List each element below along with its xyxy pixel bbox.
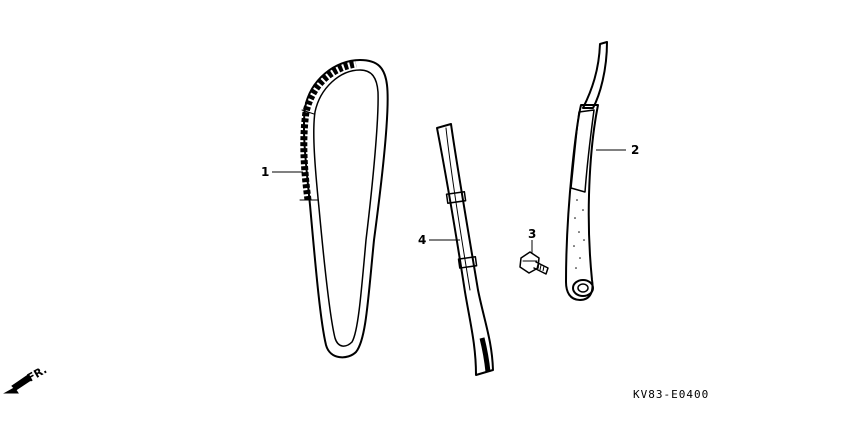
front-direction-indicator: FR. xyxy=(3,363,49,394)
callout-label-1: 1 xyxy=(261,165,269,179)
callout-4: 4 xyxy=(418,233,460,247)
arrow-down-left-icon xyxy=(3,374,32,394)
callout-label-2: 2 xyxy=(631,143,639,157)
front-label: FR. xyxy=(25,363,49,384)
cam-chain[interactable] xyxy=(299,59,389,359)
callout-label-4: 4 xyxy=(418,233,426,247)
bolt[interactable] xyxy=(519,251,549,275)
cam-chain-tensioner[interactable] xyxy=(565,41,608,301)
callout-2: 2 xyxy=(596,143,639,157)
callout-1: 1 xyxy=(261,165,303,179)
cam-chain-guide[interactable] xyxy=(436,123,494,376)
diagram-code: KV83-E0400 xyxy=(633,388,709,401)
callout-label-3: 3 xyxy=(528,227,536,241)
callout-3: 3 xyxy=(528,227,536,253)
